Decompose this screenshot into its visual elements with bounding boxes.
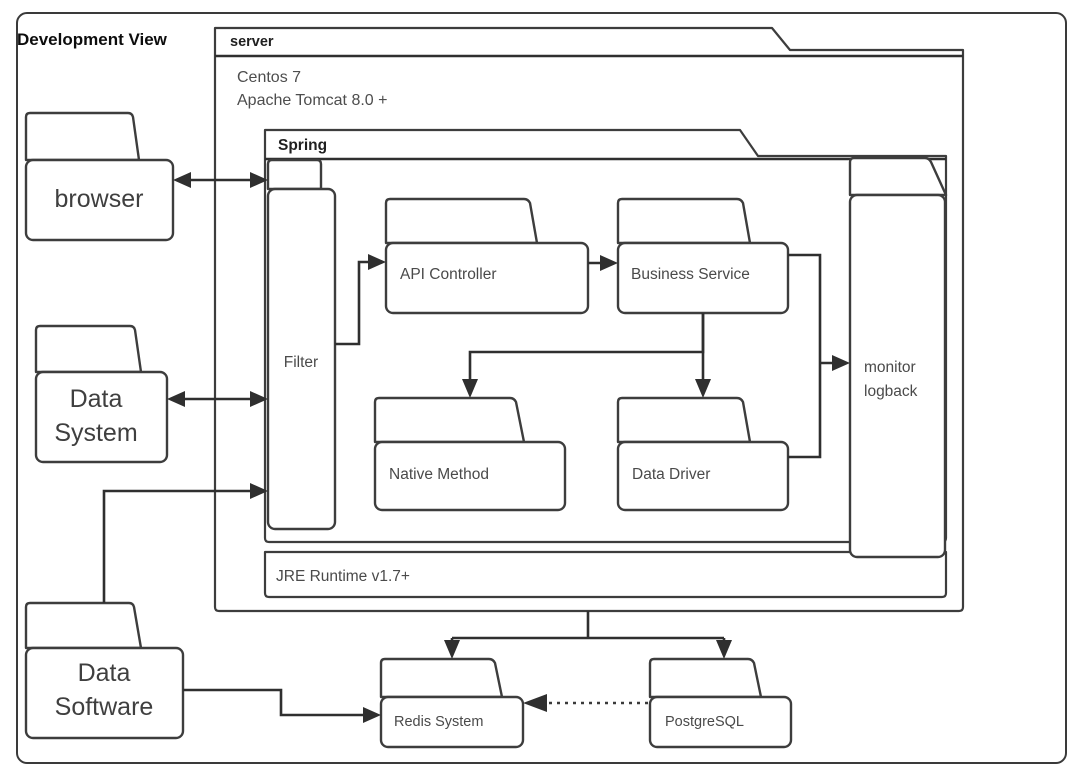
api-controller-folder-tab <box>384 197 539 245</box>
api-controller-label: API Controller <box>400 266 496 283</box>
server-package-name: server <box>230 34 274 50</box>
connector-business-data-driver <box>695 313 711 398</box>
connector-data-driver-monitor <box>788 363 822 459</box>
spring-package-outline <box>263 128 948 544</box>
server-os-line1: Centos 7 <box>237 69 301 86</box>
server-os-line2: Apache Tomcat 8.0 + <box>237 92 387 109</box>
connector-server-datastores <box>444 611 732 659</box>
data-system-label-line2: System <box>54 419 137 447</box>
postgres-folder-tab <box>648 657 763 699</box>
connector-data-software-redis <box>183 688 381 723</box>
filter-label: Filter <box>284 354 318 371</box>
jre-runtime-box <box>263 550 948 599</box>
connector-api-business <box>588 255 618 271</box>
data-software-label-line1: Data <box>78 659 131 687</box>
page-title: Development View <box>17 30 168 49</box>
monitor-logback-folder-tab <box>848 156 948 197</box>
connector-browser-filter <box>173 172 268 188</box>
browser-folder-tab <box>24 111 141 162</box>
connector-business-monitor <box>788 253 850 371</box>
business-service-label: Business Service <box>631 266 750 283</box>
monitor-logback-label-line2: logback <box>864 383 918 400</box>
postgres-label: PostgreSQL <box>665 714 744 730</box>
data-software-folder-body <box>24 646 185 740</box>
postgres-folder-body <box>648 695 793 749</box>
redis-folder-tab <box>379 657 504 699</box>
browser-folder-body <box>24 158 175 242</box>
filter-folder-tab <box>266 158 323 191</box>
native-method-folder-tab <box>373 396 526 444</box>
connector-filter-api-controller <box>335 254 386 346</box>
business-service-folder-tab <box>616 197 752 245</box>
monitor-logback-label-line1: monitor <box>864 359 916 376</box>
connector-data-system-filter <box>167 391 268 407</box>
browser-label: browser <box>55 185 144 213</box>
data-system-label-line1: Data <box>70 385 123 413</box>
monitor-logback-folder-body <box>848 193 947 559</box>
data-driver-folder-body <box>616 440 790 512</box>
data-software-folder-tab <box>24 601 143 650</box>
connector-postgres-redis <box>523 694 648 712</box>
data-system-folder-body <box>34 370 169 464</box>
jre-runtime-label: JRE Runtime v1.7+ <box>276 568 410 585</box>
data-software-label-line2: Software <box>55 693 154 721</box>
redis-label: Redis System <box>394 714 483 730</box>
connector-data-software-filter <box>102 483 268 603</box>
data-driver-folder-tab <box>616 396 752 444</box>
filter-folder-body <box>266 187 337 531</box>
redis-folder-body <box>379 695 525 749</box>
api-controller-folder-body <box>384 241 590 315</box>
spring-package-name: Spring <box>278 137 327 154</box>
native-method-folder-body <box>373 440 567 512</box>
native-method-label: Native Method <box>389 466 489 483</box>
data-system-folder-tab <box>34 324 143 374</box>
data-driver-label: Data Driver <box>632 466 710 483</box>
